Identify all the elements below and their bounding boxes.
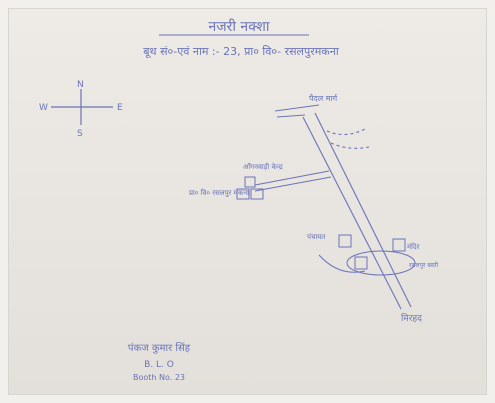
school-building — [236, 176, 264, 200]
label-top-road: पैदल मार्ग — [309, 93, 338, 103]
label-boundary: मिरहद — [401, 312, 422, 324]
map-sheet: नजरी नक्शा बूथ सं०-एवं नाम :- 23, प्रा० … — [8, 8, 487, 395]
compass-w: W — [39, 103, 48, 113]
signature-role: B. L. O — [144, 360, 174, 370]
label-temple: मंदिर — [407, 242, 420, 251]
label-school: प्रा० वि० रसलपुर मकना — [189, 188, 249, 197]
signature-booth: Booth No. 23 — [133, 373, 185, 382]
compass-s: S — [77, 129, 83, 139]
label-panchayat: पंचायत — [307, 233, 326, 241]
side-road-school — [254, 170, 332, 192]
map-title: नजरी नक्शा — [208, 18, 269, 35]
sketch-map: नजरी नक्शा बूथ सं०-एवं नाम :- 23, प्रा० … — [39, 18, 439, 382]
label-village: रसलपुर बस्ती — [409, 261, 439, 269]
compass-n: N — [77, 80, 84, 90]
map-subtitle: बूथ सं०-एवं नाम :- 23, प्रा० वि०- रसलपुर… — [143, 45, 339, 59]
compass-rose: N S E W — [39, 80, 123, 139]
temple-cluster — [318, 234, 416, 276]
compass-e: E — [117, 103, 123, 113]
main-road — [274, 104, 412, 310]
signature-name: पंकज कुमार सिंह — [128, 342, 191, 354]
signature-block: पंकज कुमार सिंह B. L. O Booth No. 23 — [128, 342, 191, 382]
label-anganwadi: आँगनवाड़ी केन्द्र — [243, 162, 283, 171]
paper-background — [9, 9, 486, 394]
